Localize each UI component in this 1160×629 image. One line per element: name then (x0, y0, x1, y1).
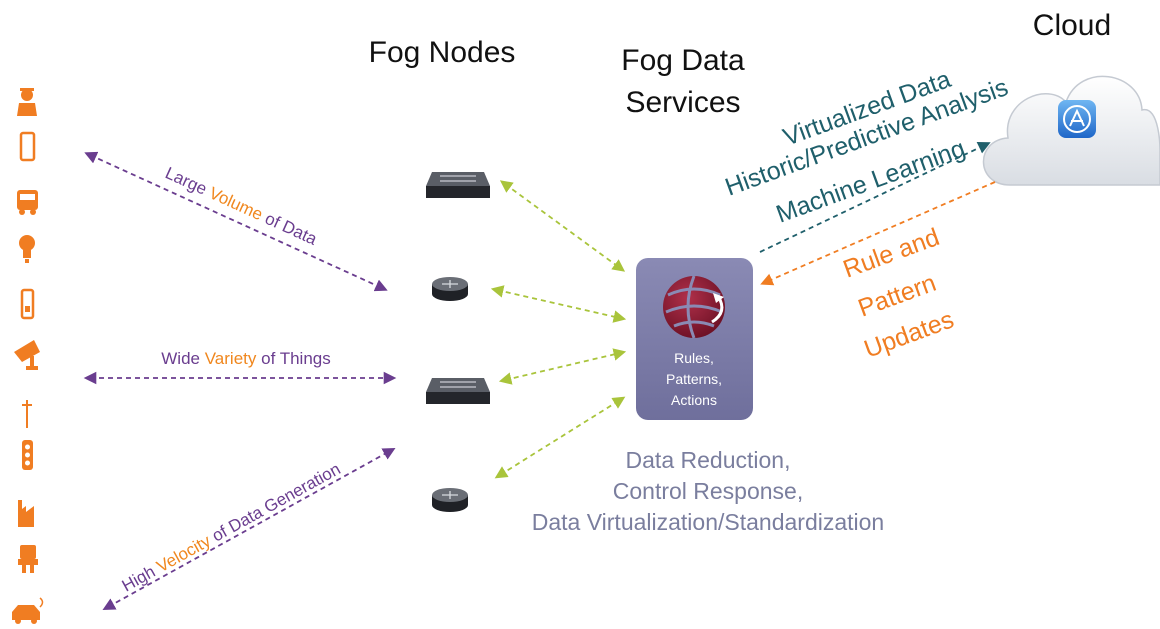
router-icon (432, 277, 468, 301)
worker-icon (17, 88, 37, 116)
security-camera-icon (14, 340, 40, 370)
services-box-line1: Rules, (674, 350, 714, 366)
phone-icon (19, 131, 36, 162)
node1-service-arrow (499, 180, 626, 272)
cloud-download-arrow (760, 181, 996, 286)
velocity-label: High Velocity of Data Generation (119, 459, 344, 595)
node4-service-arrow (494, 396, 626, 479)
factory-icon (18, 500, 34, 527)
car-icon (12, 597, 44, 624)
node-service-arrows (490, 180, 627, 479)
node2-service-arrow (490, 285, 627, 323)
bus-icon (17, 190, 38, 215)
cloud-header: Cloud (1033, 9, 1111, 42)
router-icon (432, 488, 468, 512)
services-box-line3: Actions (671, 392, 717, 408)
summary-line3: Data Virtualization/Standardization (532, 509, 884, 535)
volume-label: Large Volume of Data (162, 163, 320, 249)
fog-data-services-header-line1: Fog Data (621, 44, 745, 77)
summary-line2: Control Response, (613, 478, 804, 504)
globe-icon (663, 275, 725, 339)
fog-data-services-header-line2: Services (625, 86, 740, 119)
cloud-icon (982, 75, 1160, 186)
volume-arrow (84, 151, 388, 292)
velocity-arrow (102, 447, 396, 611)
services-box-line2: Patterns, (666, 371, 722, 387)
switch-icon (426, 378, 490, 404)
variety-label: Wide Variety of Things (161, 349, 330, 368)
fog-nodes-header: Fog Nodes (369, 36, 516, 69)
traffic-light-icon (22, 440, 33, 470)
cloud-upload-arrow (759, 142, 991, 253)
summary-line1: Data Reduction, (626, 447, 791, 473)
utility-pole-icon (22, 400, 32, 428)
switch-icon (426, 172, 490, 198)
node3-service-arrow (498, 348, 627, 385)
things-column (12, 88, 44, 624)
robot-icon (18, 545, 38, 573)
services-box: Rules, Patterns, Actions (636, 258, 753, 420)
app-store-icon (1058, 100, 1096, 138)
mobile-device-icon (20, 288, 35, 320)
lightbulb-icon (19, 235, 35, 263)
